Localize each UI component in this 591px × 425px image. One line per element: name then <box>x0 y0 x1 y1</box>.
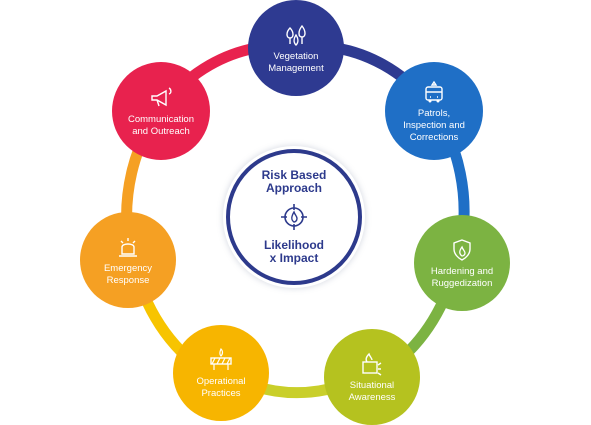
node-communication-outreach: Communication and Outreach <box>112 62 210 160</box>
node-label: Patrols, Inspection and Corrections <box>403 107 465 143</box>
megaphone-icon <box>151 86 172 106</box>
center-subtitle: Likelihood x Impact <box>264 238 324 265</box>
siren-icon <box>119 237 137 257</box>
node-label: Operational Practices <box>196 375 246 399</box>
fire-alert-icon <box>362 352 382 376</box>
node-emergency-response: Emergency Response <box>80 212 176 308</box>
node-situational-awareness: Situational Awareness <box>324 329 420 425</box>
node-label: Hardening and Ruggedization <box>430 265 494 289</box>
node-label: Vegetation Management <box>268 50 324 74</box>
center-title: Risk Based Approach <box>261 168 327 195</box>
shield-flame-icon <box>453 238 471 261</box>
node-label: Emergency Response <box>103 262 153 286</box>
burning-trees-icon <box>286 24 306 46</box>
node-hardening: Hardening and Ruggedization <box>414 215 510 311</box>
center-circle: Risk Based Approach Likelihood x Impact <box>226 149 362 285</box>
barricade-icon <box>210 347 232 370</box>
node-patrols: Patrols, Inspection and Corrections <box>385 62 483 160</box>
target-flame-icon <box>281 204 307 230</box>
node-label: Communication and Outreach <box>128 113 194 137</box>
node-operational-practices: Operational Practices <box>173 325 269 421</box>
node-vegetation-management: Vegetation Management <box>248 0 344 96</box>
node-label: Situational Awareness <box>348 379 396 403</box>
fire-truck-icon <box>425 80 443 102</box>
